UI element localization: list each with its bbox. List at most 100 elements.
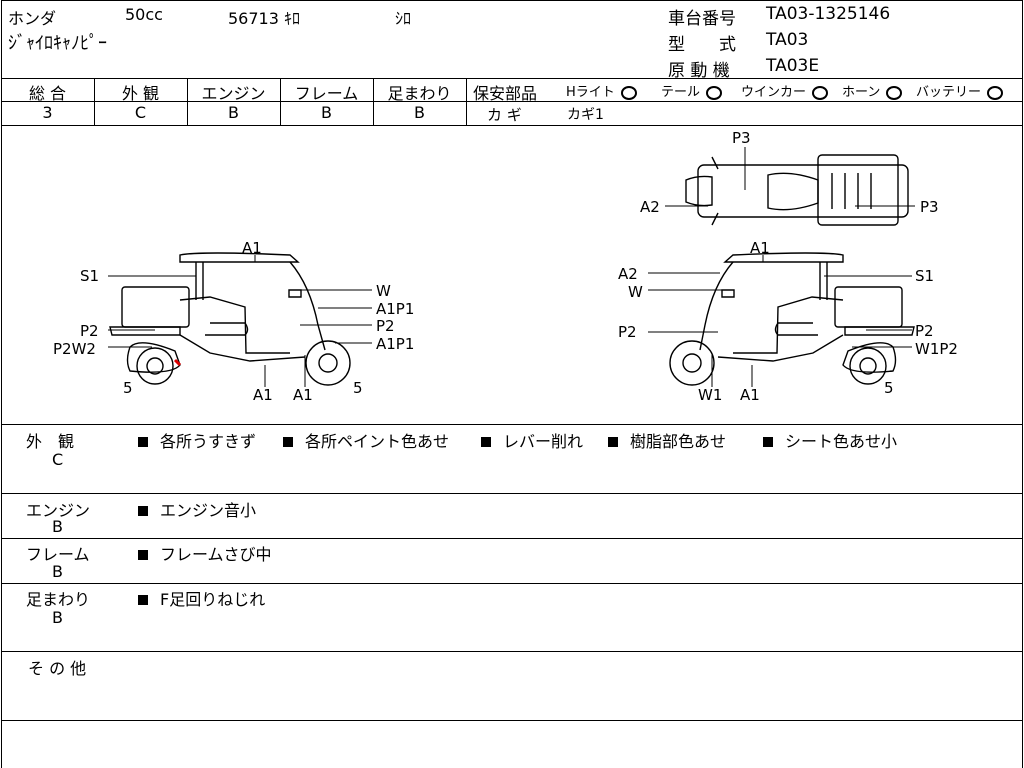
scooter-top-view — [685, 154, 909, 226]
engine-label: 原 動 機 — [668, 61, 730, 81]
divider — [1, 125, 1023, 126]
section-grade: B — [52, 608, 63, 627]
safety-item-label: ウインカー — [741, 85, 807, 100]
remark-item: エンジン音小 — [138, 497, 256, 521]
damage-label: P2W2 — [53, 340, 96, 358]
damage-label: P2 — [80, 322, 99, 340]
ok-circle-icon — [886, 85, 903, 100]
key-value: カギ1 — [567, 107, 604, 123]
ok-circle-icon — [620, 85, 637, 100]
grade-value-frame: B — [321, 103, 332, 122]
remark-item: F足回りねじれ — [138, 586, 265, 610]
remark-item: シート色あせ小 — [763, 428, 897, 452]
type-label: 型 式 — [668, 35, 736, 55]
divider — [187, 78, 188, 125]
grade-label-exterior: 外 観 — [121, 84, 160, 103]
damage-label: P3 — [920, 198, 939, 216]
mileage: 56713 ｷﾛ — [228, 9, 300, 28]
damage-label: 5 — [123, 379, 133, 397]
grade-label-engine: エンジン — [201, 84, 266, 103]
chassis-value: TA03-1325146 — [766, 4, 891, 24]
damage-label: A2 — [618, 265, 638, 283]
divider — [467, 101, 1023, 102]
ok-circle-icon — [812, 85, 829, 100]
grade-value-engine: B — [228, 103, 239, 122]
bullet-square-icon — [138, 550, 148, 560]
safety-item-headlight: Hライト — [566, 81, 637, 100]
remark-text: 樹脂部色あせ — [630, 432, 727, 451]
safety-item-label: Hライト — [566, 85, 615, 100]
remark-text: フレームさび中 — [160, 545, 272, 564]
section-grade: C — [52, 450, 64, 469]
ok-circle-icon — [987, 85, 1004, 100]
grade-label-suspension: 足まわり — [387, 84, 452, 103]
scooter-left-view — [109, 252, 351, 386]
safety-label: 保安部品 — [473, 84, 538, 103]
damage-label: W1P2 — [915, 340, 958, 358]
safety-item-horn: ホーン — [842, 81, 903, 100]
damage-label: 5 — [884, 379, 894, 397]
damage-label: P2 — [618, 323, 637, 341]
damage-label: A1 — [253, 386, 273, 404]
bullet-square-icon — [138, 506, 148, 516]
type-value: TA03 — [766, 30, 809, 50]
remark-text: F足回りねじれ — [160, 590, 266, 609]
grade-label-frame: フレーム — [294, 84, 359, 103]
remark-item: 各所ペイント色あせ — [283, 428, 449, 452]
remark-item: 樹脂部色あせ — [608, 428, 726, 452]
divider — [466, 78, 467, 125]
divider — [1, 78, 1023, 79]
grade-value-total: 3 — [42, 103, 53, 122]
section-grade: B — [52, 517, 63, 536]
damage-label: A1 — [750, 239, 770, 257]
divider — [1, 538, 1023, 539]
damage-label: A1 — [293, 386, 313, 404]
damage-label: W1 — [698, 386, 722, 404]
safety-item-label: ホーン — [842, 85, 881, 100]
section-label: フレーム — [26, 545, 90, 564]
bullet-square-icon — [138, 437, 148, 447]
bullet-square-icon — [481, 437, 491, 447]
divider — [373, 78, 374, 125]
leader-lines — [108, 147, 915, 387]
damage-label: A1 — [242, 239, 262, 257]
damage-label: P3 — [732, 129, 751, 147]
divider — [94, 78, 95, 125]
safety-item-label: バッテリー — [916, 85, 982, 100]
divider — [1, 651, 1023, 652]
grade-value-suspension: B — [414, 103, 425, 122]
divider — [280, 78, 281, 125]
safety-item-winker: ウインカー — [741, 81, 829, 100]
grade-value-exterior: C — [134, 103, 147, 122]
safety-item-tail: テール — [661, 81, 723, 100]
damage-label: W — [376, 282, 391, 300]
damage-label: A1 — [740, 386, 760, 404]
ok-circle-icon — [706, 85, 723, 100]
bullet-square-icon — [138, 595, 148, 605]
damage-label: W — [628, 283, 643, 301]
divider — [1, 101, 467, 102]
remark-text: シート色あせ小 — [785, 432, 898, 451]
remark-text: レバー削れ — [503, 432, 584, 451]
damage-label: P2 — [915, 322, 934, 340]
displacement: 50cc — [125, 5, 163, 24]
damage-label: A1P1 — [376, 335, 414, 353]
damage-label: S1 — [915, 267, 934, 285]
damage-label: A1P1 — [376, 300, 414, 318]
bullet-square-icon — [763, 437, 773, 447]
grade-label-total: 総 合 — [28, 84, 67, 103]
remark-item: レバー削れ — [481, 428, 583, 452]
section-label: エンジン — [26, 501, 91, 520]
model-name: ｼﾞｬｲﾛｷｬﾉﾋﾟｰ — [8, 33, 107, 54]
section-label: 足まわり — [26, 590, 91, 609]
damage-label: P2 — [376, 317, 395, 335]
key-label: カ ギ — [487, 106, 522, 124]
divider — [1, 424, 1023, 425]
section-label: 外 観 — [26, 432, 75, 451]
remark-item: 各所うすきず — [138, 428, 256, 452]
section-grade: B — [52, 562, 63, 581]
bullet-square-icon — [608, 437, 618, 447]
color: ｼﾛ — [395, 9, 412, 28]
divider — [1, 720, 1023, 721]
remark-text: 各所うすきず — [160, 432, 257, 451]
